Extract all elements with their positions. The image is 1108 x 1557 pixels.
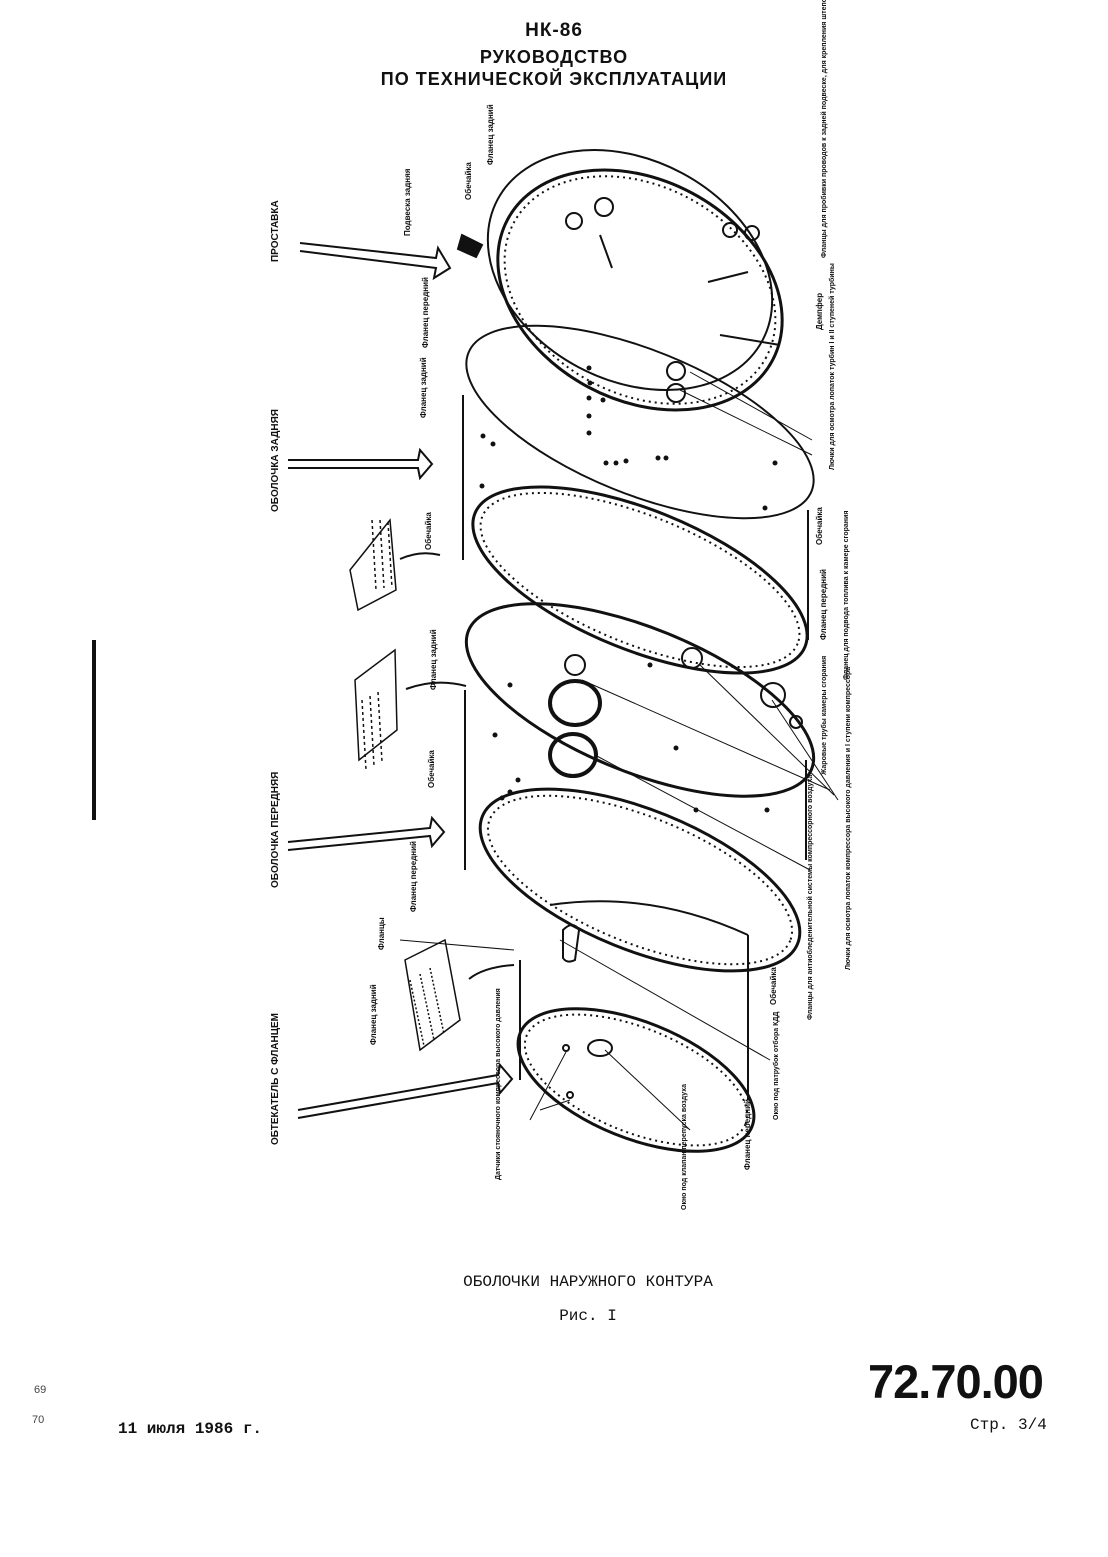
callout-shell-2: Обечайка [424, 512, 433, 550]
callout-flange-rear-4: Фланец задний [369, 984, 378, 1045]
callout-bracket-rear: Подвеска задняя [403, 168, 412, 236]
figure-number: Рис. I [559, 1307, 617, 1325]
detail-insets [349, 518, 461, 1052]
callout-flange-front-4: Фланец передний [743, 1099, 752, 1170]
callout-flange-fuel: Фланец для подвода топлива к камере сгор… [843, 511, 850, 680]
fairing [516, 900, 756, 1153]
callout-damper: Демпфер [815, 293, 824, 330]
side-label-fairing: ОБТЕКАТЕЛЬ С ФЛАНЦЕМ [270, 1013, 281, 1145]
callout-hatches-turbine: Лючки для осмотра лопаток турбин I и II … [828, 263, 836, 470]
callout-anti-icing: Фланцы для антиобледенительной системы к… [806, 775, 814, 1020]
margin-mark-bottom: 70 [32, 1414, 45, 1426]
shell-rear [462, 324, 815, 675]
section-arrows [287, 242, 515, 1119]
figure-caption: ОБОЛОЧКИ НАРУЖНОГО КОНТУРА [463, 1273, 713, 1291]
callout-sensors-compressor: Датчики стояночного компрессора высокого… [495, 988, 502, 1180]
callout-shell-3: Обечайка [427, 750, 436, 788]
rivet-dots-rear [479, 365, 778, 511]
revision-date: 11 июля 1986 г. [118, 1420, 263, 1438]
callout-hatches-compressor: Лючки для осмотра лопаток компрессора вы… [845, 667, 852, 970]
callout-flange-front-3: Фланец передний [409, 841, 418, 912]
margin-mark-top: 69 [34, 1384, 47, 1396]
document-number: 72.70.00 [868, 1355, 1044, 1408]
callout-shell-top: Обечайка [464, 162, 473, 200]
side-label-spacer: ПРОСТАВКА [270, 200, 281, 262]
ring-spacer [456, 149, 784, 412]
callout-flange-rear-3: Фланец задний [429, 629, 438, 690]
document-title-line2: ПО ТЕХНИЧЕСКОЙ ЭКСПЛУАТАЦИИ [380, 69, 728, 89]
rivet-dots-front [492, 662, 770, 813]
callout-flange-front-1: Фланец передний [421, 277, 430, 348]
leader-lines [399, 371, 839, 1131]
callout-shell-4: Обечайка [769, 967, 778, 1005]
callout-flange-rear-top: Фланец задний [486, 104, 495, 165]
callout-shell-right: Обечайка [815, 507, 824, 545]
document-title-line1: РУКОВОДСТВО [479, 47, 629, 67]
callout-hatches-combustion: Жаровые трубы камеры сгорания [820, 656, 828, 776]
callout-valve-hole: Окно под клапан перепуска воздуха [681, 1084, 688, 1210]
side-label-front-shell: ОБОЛОЧКА ПЕРЕДНЯЯ [270, 772, 281, 888]
callout-flange-rear-2: Фланец задний [419, 357, 428, 418]
callout-ports-thermometer: Фланцы для пробивки проводов к задней по… [820, 0, 828, 258]
document-code: НК-86 [525, 20, 583, 41]
callout-flanges-bottom: Фланцы [377, 917, 386, 950]
shell-front [464, 602, 816, 973]
side-label-rear-shell: ОБОЛОЧКА ЗАДНЯЯ [270, 409, 281, 512]
callout-pipe-hole: Окно под патрубок отбора КДД [772, 1012, 780, 1120]
page-reference: Стр. 3/4 [970, 1416, 1047, 1434]
callout-flange-front-right: Фланец передний [819, 569, 828, 640]
